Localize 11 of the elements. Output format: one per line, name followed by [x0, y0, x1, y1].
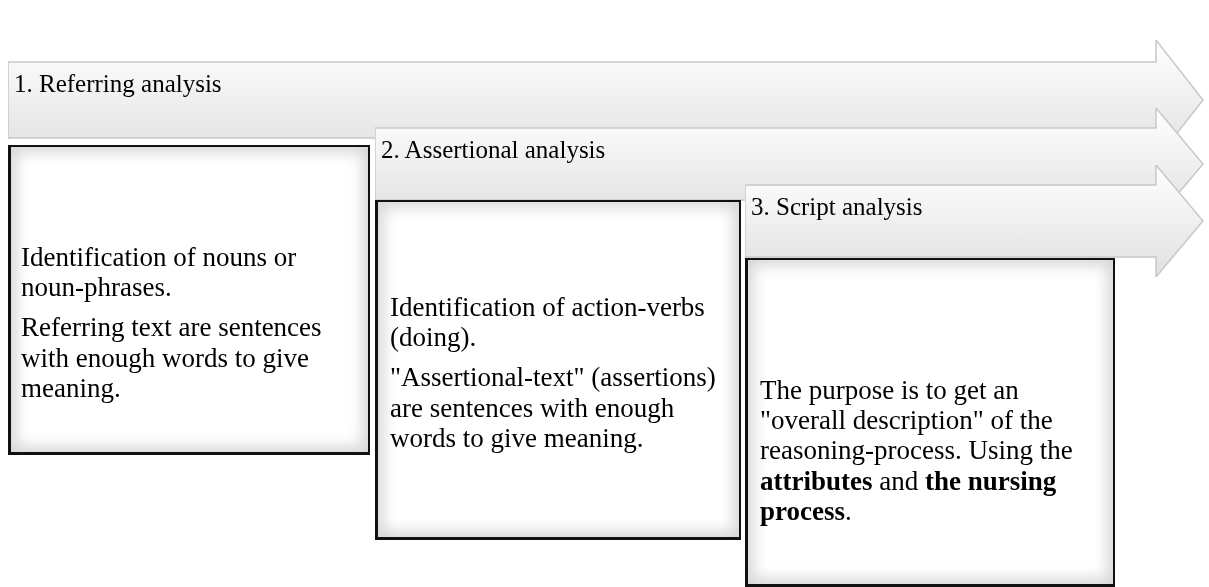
description-text: Referring text are sentences with enough words to give meaning.	[21, 312, 323, 404]
step-heading: 3. Script analysis	[751, 193, 923, 221]
text-panel	[375, 200, 741, 540]
description-text: Identification of nouns or noun-phrases.	[21, 242, 298, 303]
description-text: The purpose is to get an "overall description" of the reasoning-process. Using the attributes and the nursing process.	[760, 375, 1074, 527]
step-heading: 2. Assertional analysis	[381, 136, 606, 164]
description-text: Identification of action-verbs (doing).	[390, 292, 706, 353]
description-text: "Assertional-text" (assertions) are sentences with enough words to give meaning.	[390, 362, 717, 454]
text-panel	[8, 145, 370, 455]
text-panel	[745, 258, 1115, 587]
step-heading: 1. Referring analysis	[14, 70, 222, 98]
